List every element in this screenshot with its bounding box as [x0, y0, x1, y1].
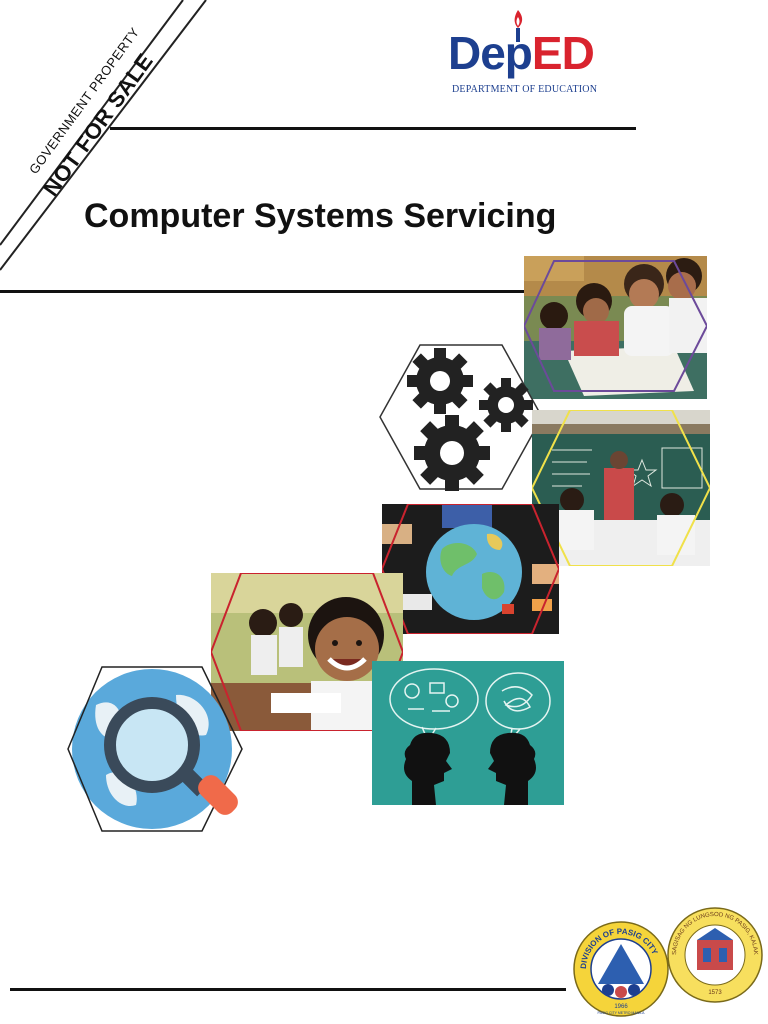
magnifier-icon [104, 697, 238, 815]
division-seal-sub: PASIG CITY METRO MANILA [598, 1011, 646, 1015]
deped-logo: DepED DEPARTMENT OF EDUCATION [448, 8, 608, 100]
photo-classroom-teacher [532, 410, 710, 566]
city-seal-year: 1573 [708, 990, 722, 996]
logo-tagline: DEPARTMENT OF EDUCATION [452, 84, 598, 95]
government-property-stamp: GOVERNMENT PROPERTY NOT FOR SALE [0, 0, 215, 275]
torch-icon [514, 10, 523, 42]
document-title: Computer Systems Servicing [84, 197, 557, 235]
globe-icon [426, 524, 522, 620]
photo-two-heads-thinking [372, 661, 564, 805]
gears-hexagon [378, 343, 544, 491]
photo-smiling-student [211, 573, 403, 731]
bottom-rule [10, 988, 566, 991]
gears-icon [407, 348, 533, 491]
pasig-city-seal: SAGISAG NG LUNGSOD NG PASIG, KALAKHANG M… [666, 906, 764, 1004]
speech-bubble-icon [389, 668, 551, 744]
top-rule [110, 127, 636, 130]
middle-rule [0, 290, 640, 293]
photo-globe-hands [382, 504, 559, 634]
division-seal-year: 1966 [614, 1004, 628, 1010]
photo-children-reading [524, 256, 707, 399]
logo-word-ed: ED [531, 27, 595, 79]
globe-magnifier-hexagon [66, 665, 246, 833]
logo-word-dep: Dep [448, 27, 533, 79]
division-of-pasig-city-seal: DIVISION OF PASIG CITY 1966 PASIG CITY M… [572, 920, 670, 1018]
